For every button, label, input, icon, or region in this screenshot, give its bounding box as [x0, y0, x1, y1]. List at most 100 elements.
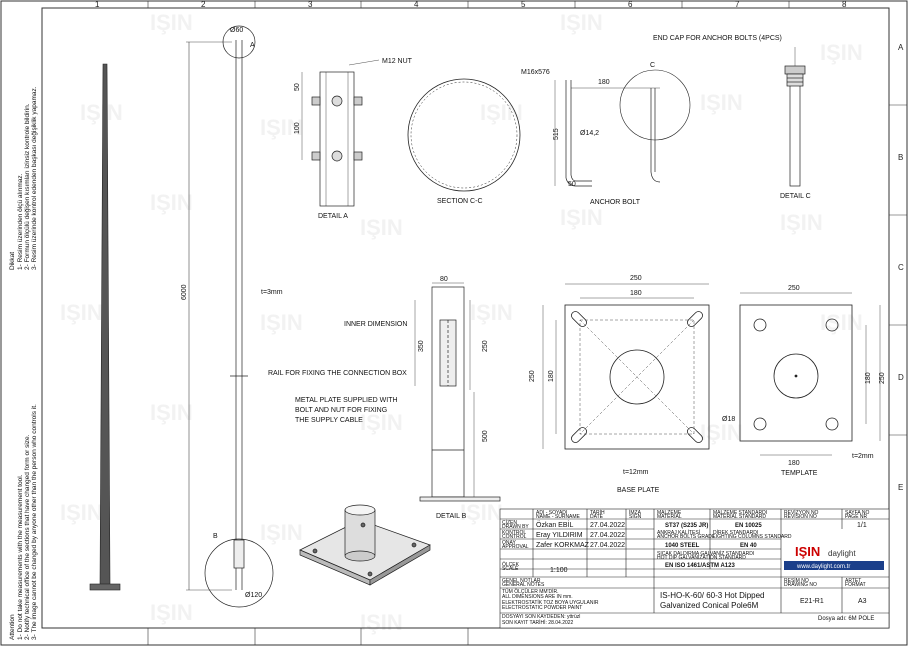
base-plate-dim-180: 180	[630, 290, 642, 297]
pole-marker-b: B	[213, 533, 218, 540]
detail-b-dim-500: 500	[482, 430, 489, 442]
svg-text:1- Do not take measurements wi: 1- Do not take measurements with the mea…	[17, 474, 24, 640]
tb-role-approval: ONAY	[502, 540, 516, 546]
tb-galv: EN ISO 1461/ASTM A123	[665, 563, 735, 569]
tb-file-label: Dosya adı: 6M POLE	[818, 616, 874, 622]
pole-top-diameter: Ø60	[230, 27, 243, 34]
pole-silhouette	[89, 63, 121, 591]
svg-text:IŞIN: IŞIN	[560, 205, 603, 230]
section-cc-drawing	[407, 78, 521, 192]
tb-title-line2: Galvanized Conical Pole6M	[660, 601, 759, 610]
svg-text:IŞIN: IŞIN	[820, 310, 863, 335]
tb-h-bolt-grade: ANKRAJ KALİTESİ	[657, 529, 700, 536]
tb-role-drawn: ÇİZEN	[502, 519, 517, 526]
col-label-8: 8	[842, 0, 847, 9]
row-label-e: E	[898, 483, 903, 492]
tb-drawing-no: E21-R1	[800, 598, 824, 605]
detail-b-dim-250: 250	[482, 340, 489, 352]
svg-text:Attention: Attention	[9, 614, 16, 640]
tb-tolerance-en: ALL DIMENSIONS ARE IN mm.	[502, 594, 573, 600]
tb-h-format-en: FORMAT	[845, 582, 866, 588]
anchor-bolt-thread: M16x576	[521, 69, 550, 76]
tb-h-light-std: DİREK STANDARDI	[713, 529, 758, 536]
tb-paint-en: ELECTROSTATIC POWDER PAINT	[502, 605, 582, 611]
notes-en: Attention 1- Do not take measurements wi…	[9, 404, 38, 640]
col-label-4: 4	[414, 0, 419, 9]
watermark-layer: IŞIN IŞIN IŞIN IŞIN IŞIN IŞIN IŞIN IŞIN …	[60, 10, 863, 635]
template-dim-250: 250	[788, 285, 800, 292]
tb-h-sheet: SAYFA NO	[845, 510, 869, 516]
template-dim-180-v: 180	[865, 372, 872, 384]
brand-logo: IŞIN	[795, 544, 820, 559]
detail-a-dim-50: 50	[294, 83, 301, 91]
svg-text:IŞIN: IŞIN	[820, 40, 863, 65]
svg-text:IŞIN: IŞIN	[60, 500, 103, 525]
base-plate-title: BASE PLATE	[617, 487, 660, 494]
svg-text:METAL PLATE SUPPLIED WITH: METAL PLATE SUPPLIED WITH	[295, 397, 398, 404]
tb-mat-std: EN 10025	[735, 523, 762, 529]
detail-a-nut-label: M12 NUT	[382, 58, 413, 65]
svg-text:2- Formun ölçülü değişen kısım: 2- Formun ölçülü değişen kısımları izins…	[24, 103, 31, 270]
template-thickness: t=2mm	[852, 453, 874, 460]
svg-text:IŞIN: IŞIN	[150, 10, 193, 35]
detail-b-rail-label: RAIL FOR FIXING THE CONNECTION BOX	[268, 370, 407, 377]
svg-text:BOLT AND NUT FOR FIXING: BOLT AND NUT FOR FIXING	[295, 407, 387, 414]
svg-text:IŞIN: IŞIN	[780, 210, 823, 235]
svg-text:IŞIN: IŞIN	[470, 300, 513, 325]
tb-role-drawn-en: DRAWN BY	[502, 524, 529, 530]
tb-h-sign: İMZA	[629, 509, 642, 516]
detail-c-drawing	[784, 47, 806, 187]
template-dim-180: 180	[788, 460, 800, 467]
svg-text:IŞIN: IŞIN	[360, 410, 403, 435]
detail-c-endcap: END CAP FOR ANCHOR BOLTS (4PCS)	[653, 35, 782, 42]
svg-text:IŞIN: IŞIN	[150, 600, 193, 625]
svg-text:IŞIN: IŞIN	[260, 115, 303, 140]
col-label-7: 7	[735, 0, 740, 9]
tb-h-rev-en: REVISION NO	[784, 514, 817, 520]
tb-date-approval: 27.04.2022	[590, 542, 625, 549]
pole-marker-a: A	[250, 42, 255, 49]
svg-text:IŞIN: IŞIN	[150, 190, 193, 215]
anchor-bolt-drawing	[554, 69, 691, 187]
svg-text:IŞIN: IŞIN	[60, 300, 103, 325]
tb-format: A3	[858, 598, 867, 605]
svg-text:IŞIN: IŞIN	[700, 420, 743, 445]
anchor-bolt-dim-50: 50	[568, 181, 576, 188]
tb-h-name-en: NAME - SURNAME	[536, 514, 581, 520]
col-label-3: 3	[308, 0, 313, 9]
svg-text:IŞIN: IŞIN	[150, 400, 193, 425]
tb-tolerance: TÜM ÖLÇÜLER MM'DİR.	[502, 588, 559, 595]
tb-h-galv-en: HOT DIP GALVANIZATION STANDARD	[657, 555, 746, 561]
template-title: TEMPLATE	[781, 470, 818, 477]
detail-b-metal-plate-label: METAL PLATE SUPPLIED WITH BOLT AND NUT F…	[295, 397, 398, 424]
tb-h-material: MALZEME	[657, 510, 682, 516]
tb-h-format: ARTET	[845, 578, 861, 584]
col-label-5: 5	[521, 0, 526, 9]
svg-text:THE SUPPLY CABLE: THE SUPPLY CABLE	[295, 417, 363, 424]
tb-h-drawing-en: DRAWING NO	[784, 582, 817, 588]
svg-text:3- The image cannot be changed: 3- The image cannot be changed by anyone…	[31, 404, 38, 640]
detail-a-dim-100: 100	[294, 122, 301, 134]
base-plate-dim-180-v: 180	[548, 370, 555, 382]
tb-paint: ELEKTROSTATİK TOZ BOYA UYGULANIR	[502, 599, 599, 606]
tb-role-control: KONTROL	[502, 530, 526, 536]
svg-text:IŞIN: IŞIN	[260, 310, 303, 335]
base-perspective-drawing	[299, 504, 431, 586]
detail-a-title: DETAIL A	[318, 213, 348, 220]
svg-text:1- Resim üzerinden ölçü alınma: 1- Resim üzerinden ölçü alınmaz.	[17, 173, 24, 270]
tb-sheet: 1/1	[857, 522, 867, 529]
svg-text:IŞIN: IŞIN	[560, 10, 603, 35]
section-cc-title: SECTION C-C	[437, 198, 483, 205]
svg-text:IŞIN: IŞIN	[460, 500, 503, 525]
tb-footer-2: SON KAYIT TARİHİ: 28.04.2022	[502, 619, 574, 626]
detail-b-drawing	[414, 282, 501, 502]
anchor-bolt-diameter: Ø14,2	[580, 130, 599, 137]
tb-name-control: Eray YILDIRIM	[536, 532, 583, 539]
tb-h-rev: REVİZYON NO	[784, 509, 819, 516]
row-label-c: C	[898, 263, 904, 272]
tb-role-scale-en: SCALE	[502, 566, 519, 572]
tb-h-bolt-grade-en: ANCHOR BOLTS GRADE	[657, 534, 716, 540]
tb-scale-value: 1:100	[550, 567, 568, 574]
anchor-bolt-dim-515: 515	[553, 128, 560, 140]
